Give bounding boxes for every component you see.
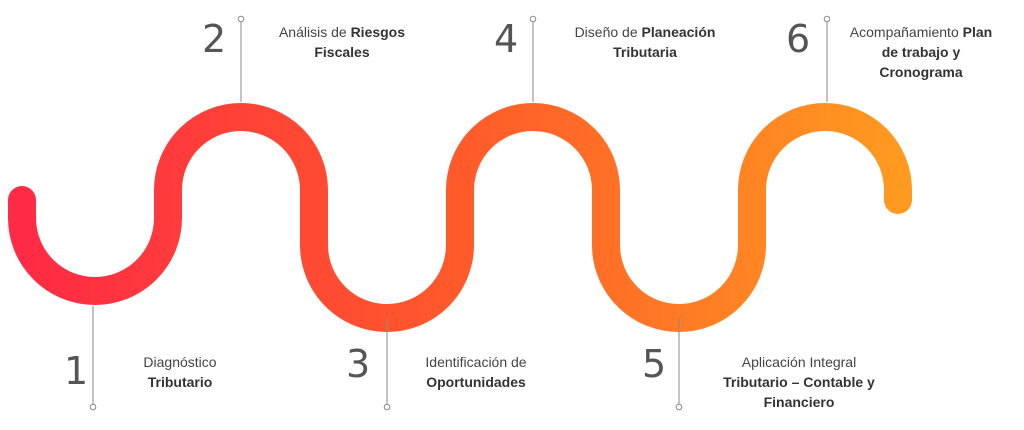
step-3-label-light: Identificación de	[425, 354, 527, 370]
step-6-number: 6	[786, 17, 811, 61]
step-4-label-light: Diseño de	[574, 24, 638, 40]
step-3-label: Identificación de Oportunidades	[410, 352, 542, 392]
step-2-label-bold: Riesgos Fiscales	[314, 24, 406, 60]
step-4-label: Diseño de Planeación Tributaria	[560, 22, 730, 62]
step-3-label-bold: Oportunidades	[426, 374, 526, 390]
step-1-label-light: Diagnóstico	[143, 354, 217, 370]
step-4-number: 4	[494, 17, 519, 61]
step-2-label: Análisis de Riesgos Fiscales	[262, 22, 422, 62]
step-2-connector-dot	[237, 15, 245, 23]
step-6-label: Acompañamiento Plan de trabajo y Cronogr…	[846, 22, 996, 82]
step-1-number: 1	[64, 349, 89, 393]
step-6-connector-dot	[823, 15, 831, 23]
step-2-number: 2	[202, 17, 227, 61]
step-6-label-bold: Plan de trabajo y Cronograma	[879, 24, 993, 80]
step-5-label-bold: Tributario – Contable y Financiero	[723, 374, 875, 410]
step-3-number: 3	[346, 342, 371, 386]
step-2-label-light: Análisis de	[278, 24, 347, 40]
step-6-label-light: Acompañamiento	[849, 24, 959, 40]
step-5-label: Aplicación Integral Tributario – Contabl…	[703, 352, 895, 412]
wave-path	[7, 103, 912, 332]
step-4-label-bold: Planeación Tributaria	[613, 24, 716, 60]
step-5-connector-dot	[675, 403, 683, 411]
step-4-connector-dot	[529, 15, 537, 23]
step-3-connector-dot	[383, 403, 391, 411]
step-1-connector-dot	[89, 403, 97, 411]
step-1-label: Diagnóstico Tributario	[120, 352, 240, 392]
step-5-number: 5	[642, 342, 667, 386]
step-1-label-bold: Tributario	[147, 374, 213, 390]
step-5-label-light: Aplicación Integral	[741, 354, 857, 370]
